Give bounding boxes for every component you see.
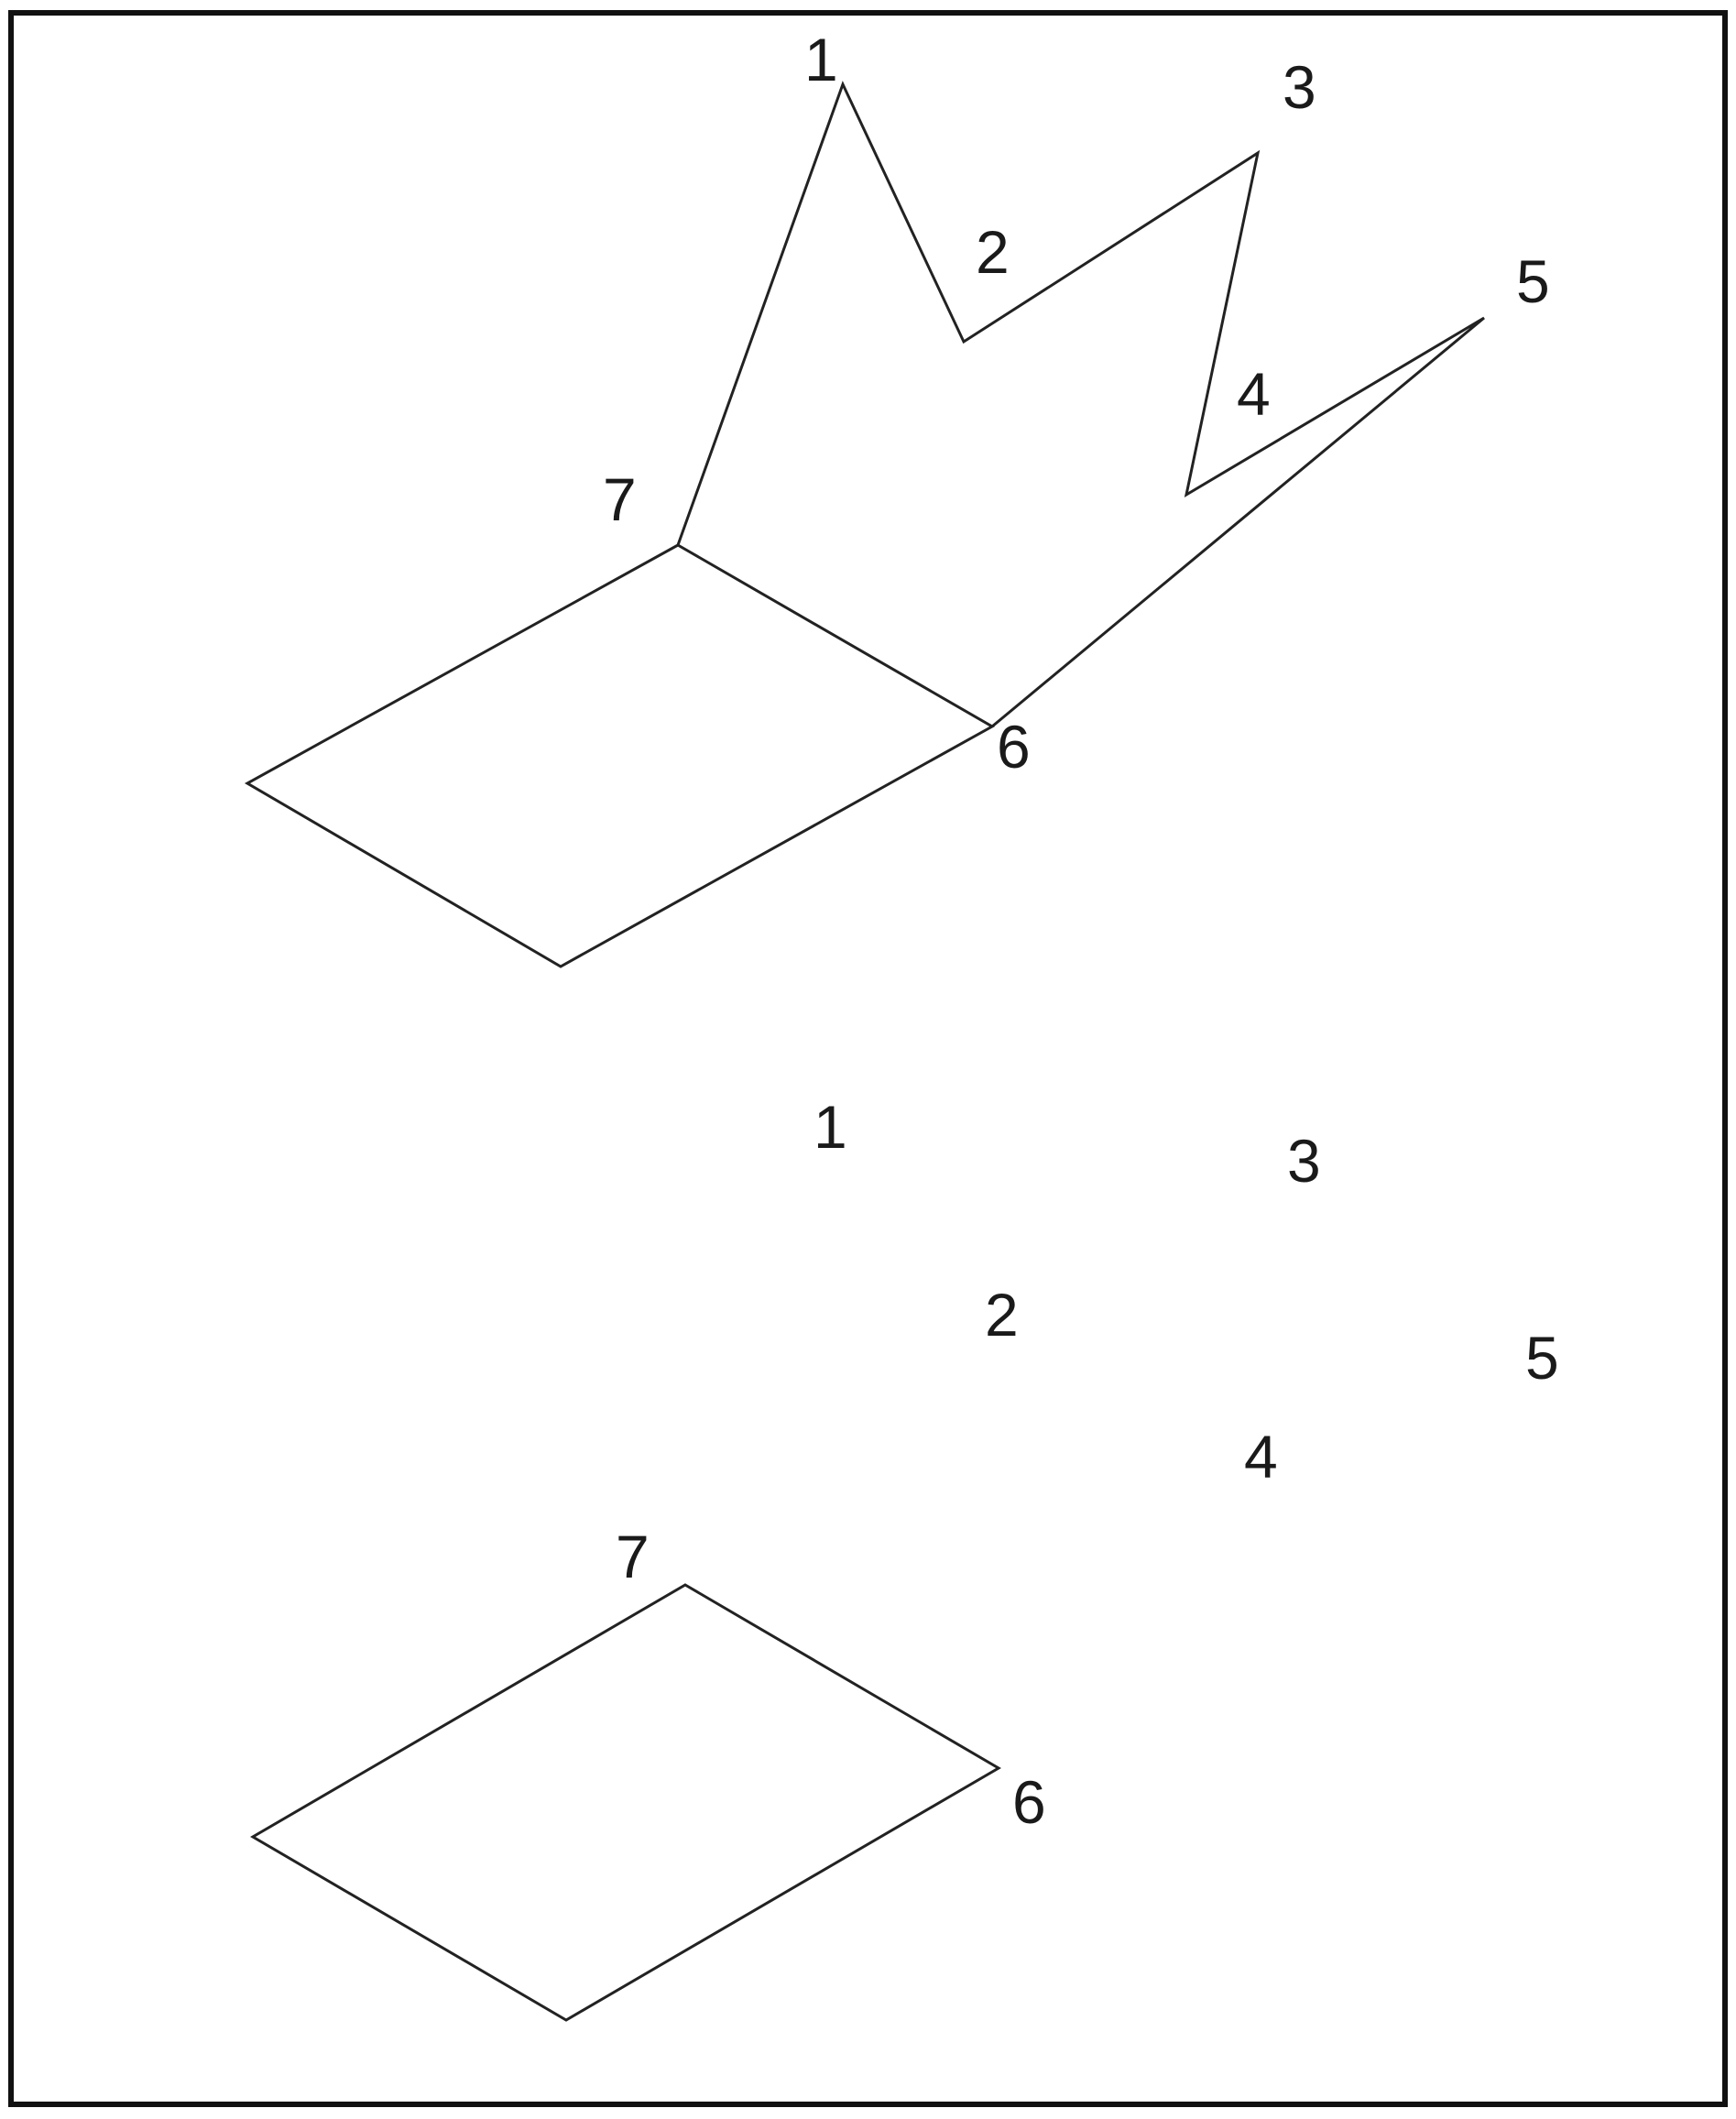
top-label-3: 3: [1283, 53, 1316, 121]
top-figure: 1 2 3 4 5 6 7: [244, 26, 1550, 968]
outer-border: [8, 10, 1728, 2107]
top-label-5: 5: [1516, 247, 1550, 315]
bottom-label-1: 1: [813, 1093, 847, 1161]
bottom-base-rhombus: [250, 1583, 1001, 2022]
bottom-label-7: 7: [616, 1523, 650, 1590]
bottom-label-4: 4: [1244, 1423, 1278, 1491]
top-zigzag-edge: [676, 81, 1485, 728]
top-label-7: 7: [603, 465, 637, 533]
bottom-label-3: 3: [1287, 1127, 1321, 1195]
top-label-1: 1: [804, 26, 838, 93]
top-label-6: 6: [997, 713, 1031, 781]
top-label-4: 4: [1237, 360, 1271, 428]
bottom-label-2: 2: [985, 1281, 1019, 1349]
bottom-label-5: 5: [1525, 1324, 1559, 1392]
bottom-label-6: 6: [1012, 1768, 1046, 1836]
top-label-2: 2: [976, 218, 1010, 286]
top-base-rhombus: [244, 543, 996, 968]
bottom-figure: 1 2 3 4 5 6 7: [250, 1093, 1559, 2022]
